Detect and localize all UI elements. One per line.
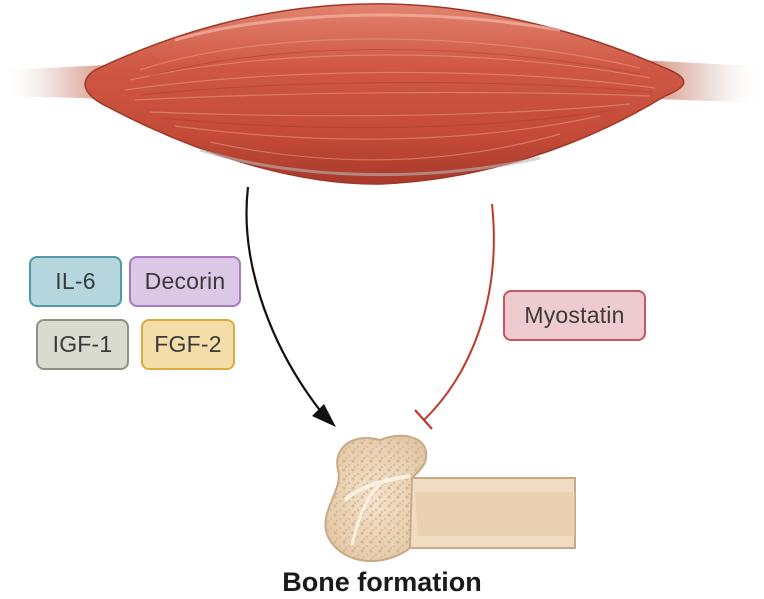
fgf2-label: FGF-2 [141, 319, 235, 370]
muscle-icon [0, 3, 764, 185]
bone-formation-caption: Bone formation [282, 567, 482, 597]
il6-label: IL-6 [29, 256, 122, 307]
activation-arrow [245, 186, 336, 427]
decorin-label: Decorin [129, 256, 241, 307]
igf1-label: IGF-1 [36, 319, 129, 370]
bone-icon [324, 434, 576, 562]
myostatin-label: Myostatin [503, 290, 646, 341]
inhibition-arrow [414, 203, 495, 430]
